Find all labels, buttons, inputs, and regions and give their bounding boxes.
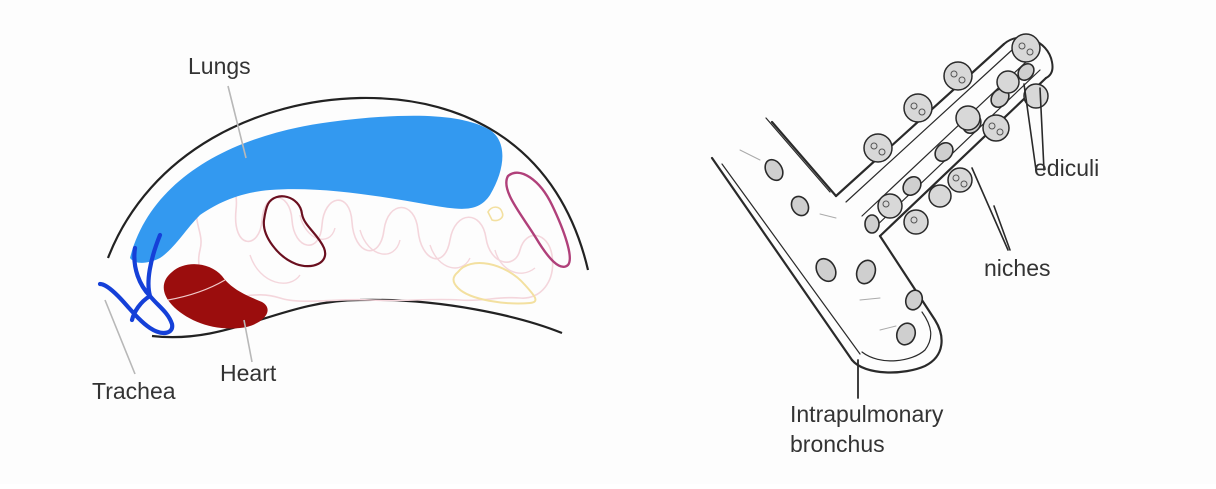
niches-label: niches: [984, 255, 1050, 281]
cluster: [997, 71, 1019, 93]
cluster: [956, 106, 980, 130]
alveolar-clusters: [864, 34, 1048, 234]
pit: [788, 193, 812, 218]
niches-leader-2: [994, 206, 1010, 250]
cluster: [864, 134, 892, 162]
niches-leader-1: [972, 168, 1008, 250]
bronchus-outer-left: [712, 158, 852, 360]
yellow-organ: [454, 263, 536, 303]
bronchus-outer-top: [772, 122, 836, 196]
bronchus-label-line2: bronchus: [790, 431, 885, 457]
cluster: [983, 115, 1009, 141]
right-panel: [712, 34, 1053, 398]
intestine-loops: [196, 180, 552, 301]
cluster: [878, 194, 902, 218]
magenta-organ: [506, 173, 569, 267]
heart-shape: [164, 264, 268, 328]
pit: [865, 215, 879, 233]
cluster: [948, 168, 972, 192]
ediculi-label: ediculi: [1034, 155, 1099, 181]
trachea-label: Trachea: [92, 378, 176, 404]
pit: [812, 255, 840, 285]
left-panel: Lungs Trachea Heart: [92, 53, 588, 404]
cluster: [929, 185, 951, 207]
bronchus-bottom-curve: [852, 236, 942, 372]
pit: [931, 139, 956, 165]
lungs-label: Lungs: [188, 53, 251, 79]
cluster: [1012, 34, 1040, 62]
bronchus-label-line1: Intrapulmonary: [790, 401, 944, 427]
cluster: [944, 62, 972, 90]
pit: [903, 288, 925, 312]
pit: [762, 156, 787, 183]
cluster: [904, 94, 932, 122]
heart-label: Heart: [220, 360, 277, 386]
pit: [853, 258, 878, 287]
pit: [894, 321, 918, 348]
yellow-small-organ: [488, 207, 503, 220]
